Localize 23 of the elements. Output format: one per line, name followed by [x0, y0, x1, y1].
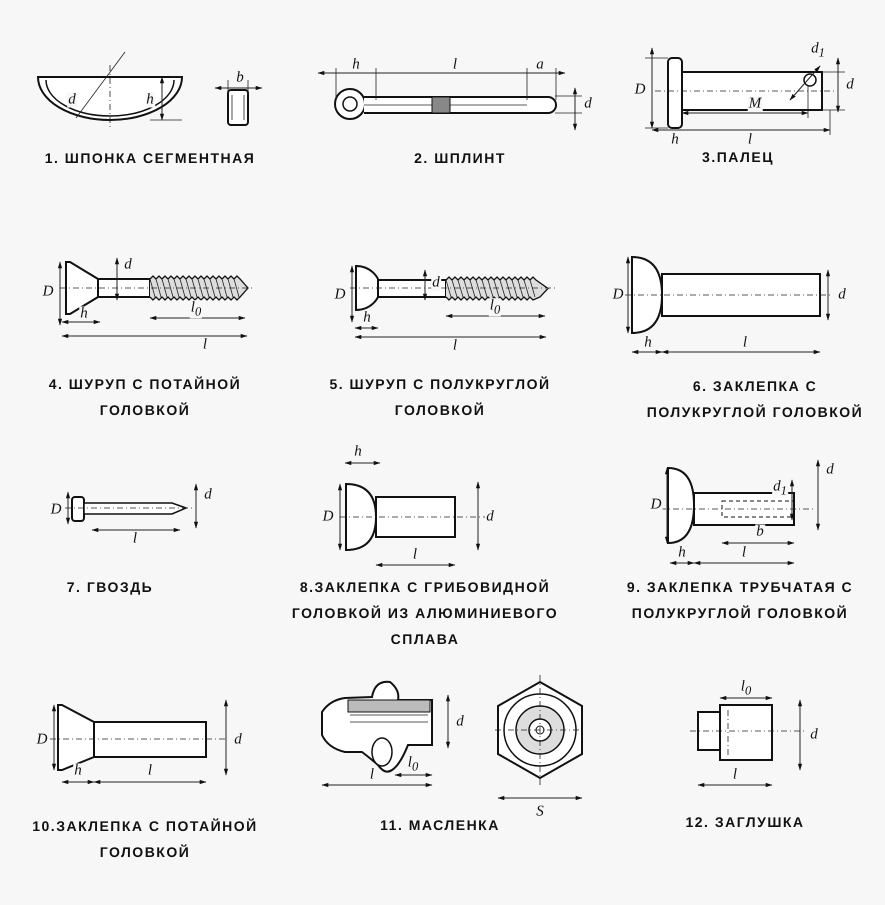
part-caption: 6. ЗАКЛЕПКА С ПОЛУКРУГЛОЙ ГОЛОВКОЙ [646, 377, 864, 422]
dimension-label: h [145, 92, 155, 108]
dimension-label: d [431, 276, 441, 290]
part-caption: 2. ШПЛИНТ [414, 149, 506, 168]
part-caption: 3.ПАЛЕЦ [702, 148, 774, 167]
part-caption: 5. ШУРУП С ПОЛУКРУГЛОЙ ГОЛОВКОЙ [328, 375, 552, 420]
part-caption: 7. ГВОЗДЬ [66, 578, 154, 597]
dimension-label: l$_{0}$ [190, 300, 202, 318]
dimension-label: D [650, 498, 662, 512]
dimension-label: l$_{0}$ [406, 755, 420, 773]
part-caption: 8.ЗАКЛЕПКА С ГРИБОВИДНОЙ ГОЛОВКОЙ ИЗ АЛЮМИНИЕВОГО СПЛАВА [290, 578, 560, 649]
dimension-label: d$_{1}$ [772, 479, 788, 497]
part-caption: 9. ЗАКЛЕПКА ТРУБЧАТАЯ С ПОЛУКРУГЛОЙ ГОЛОВКОЙ [626, 578, 854, 623]
dimension-label: l$_{0}$ [488, 298, 502, 316]
part-caption: 4. ШУРУП С ПОТАЙНОЙ ГОЛОВКОЙ [48, 375, 242, 420]
part-caption: 11. МАСЛЕНКА [380, 816, 500, 835]
part-caption: 12. ЗАГЛУШКА [685, 813, 805, 832]
dimension-label: d$_{1}$ [810, 41, 826, 59]
dimension-label: M [748, 96, 762, 112]
dimension-label: l$_{0}$ [740, 679, 752, 697]
dimension-label: d [67, 92, 77, 108]
part-caption: 1. ШПОНКА СЕГМЕНТНАЯ [44, 149, 256, 168]
part-caption: 10.ЗАКЛЕПКА С ПОТАЙНОЙ ГОЛОВКОЙ [31, 817, 259, 862]
